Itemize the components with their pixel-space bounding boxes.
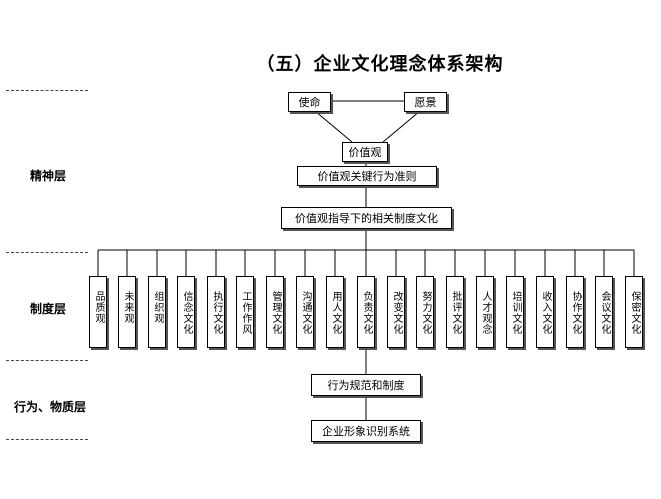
node-values: 价值观 [342,142,388,162]
node-vi-system: 企业形象识别系统 [311,420,421,442]
system-item: 组织观 [148,276,166,348]
system-item: 改变文化 [387,276,405,348]
layer-label-system: 制度层 [30,302,67,316]
system-item: 批评文化 [446,276,464,348]
system-item: 协作文化 [566,276,584,348]
system-item: 努力文化 [416,276,434,348]
system-item: 工作作风 [236,276,254,348]
node-vision: 愿景 [404,92,447,112]
system-item: 未来观 [118,276,136,348]
divider-bottom [6,439,88,440]
system-item: 执行文化 [207,276,225,348]
divider-top [6,90,88,91]
node-values-key-behavior: 价值观关键行为准则 [297,166,437,186]
system-item: 培训文化 [506,276,524,348]
system-item: 用人文化 [326,276,344,348]
system-item: 收入文化 [536,276,554,348]
system-item: 信念文化 [177,276,195,348]
divider-system-behavior [6,360,88,361]
page-title: （五）企业文化理念体系架构 [256,54,504,75]
layer-label-behavior: 行为、物质层 [14,400,87,414]
system-item: 负责文化 [357,276,375,348]
node-mission: 使命 [288,92,331,112]
node-behavior-norms: 行为规范和制度 [311,374,421,396]
divider-spirit-system [6,252,88,253]
system-item: 会议文化 [595,276,613,348]
node-values-system-culture: 价值观指导下的相关制度文化 [281,207,452,229]
system-item: 沟通文化 [296,276,314,348]
system-item: 管理文化 [266,276,284,348]
system-item: 保密文化 [625,276,643,348]
layer-label-spirit: 精神层 [30,169,67,183]
system-item: 人才观念 [476,276,494,348]
system-item: 品质观 [89,276,107,348]
